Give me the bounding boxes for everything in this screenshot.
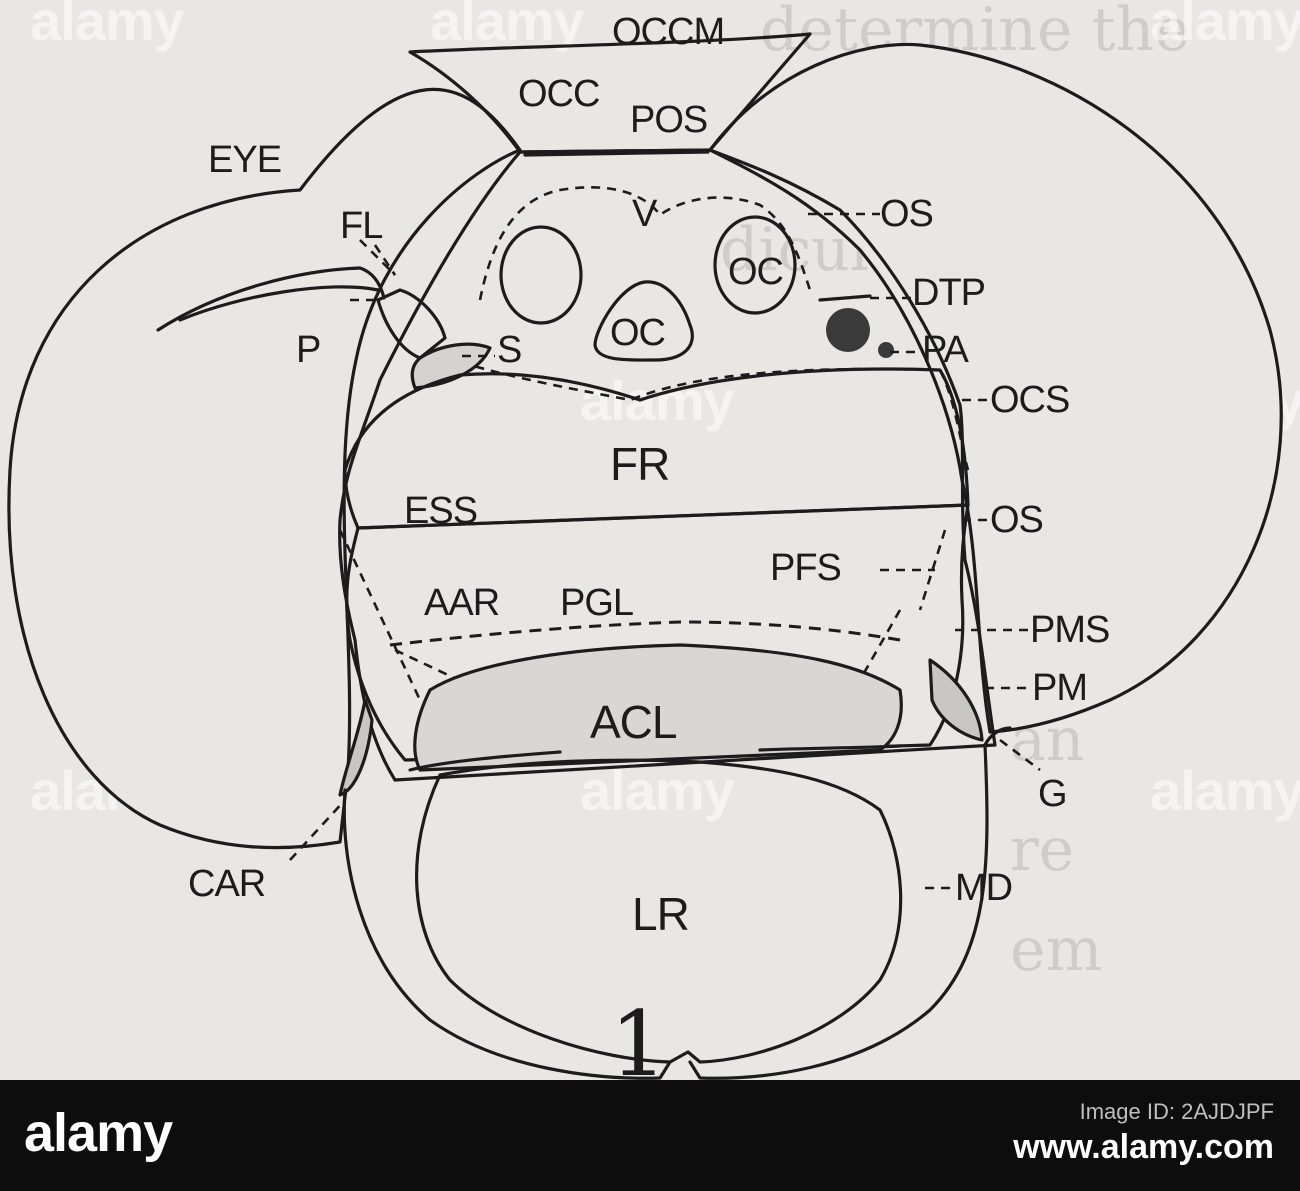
insect-head-diagram: determine the de the dicular ne ne an re… [0, 0, 1300, 1080]
label-md: MD [955, 867, 1012, 909]
label-pa: PA [922, 329, 970, 371]
label-pgl: PGL [560, 582, 633, 624]
label-lr: LR [632, 888, 689, 940]
left-ocellus [501, 227, 581, 323]
svg-text:alamy: alamy [1150, 0, 1300, 52]
label-dtp: DTP [912, 272, 985, 314]
svg-text:alamy: alamy [1150, 759, 1300, 822]
svg-text:em: em [1010, 915, 1102, 985]
label-occm: OCCM [612, 11, 724, 53]
svg-text:re: re [1010, 815, 1074, 885]
alamy-logo[interactable]: alamy [24, 1102, 172, 1164]
diagram-canvas: determine the de the dicular ne ne an re… [0, 0, 1300, 1080]
label-oc-right: OC [728, 251, 783, 293]
dorsal-tentorial-pit-line [820, 296, 870, 300]
paramandibular-sclerite [930, 660, 982, 740]
label-s: S [497, 329, 521, 371]
label-ocs: OCS [990, 379, 1069, 421]
label-acl: ACL [590, 696, 677, 748]
label-os-mid: OS [990, 499, 1043, 541]
image-meta: Image ID: 2AJDJPF www.alamy.com [1013, 1098, 1274, 1168]
label-eye: EYE [208, 139, 281, 181]
pit-area [826, 308, 870, 352]
label-os-top: OS [880, 193, 933, 235]
label-pos: POS [630, 99, 707, 141]
svg-text:alamy: alamy [430, 0, 585, 52]
svg-text:alamy: alamy [30, 0, 185, 52]
label-aar: AAR [424, 582, 499, 624]
label-fl: FL [340, 205, 382, 247]
label-v: V [632, 193, 658, 235]
postclypeus-lower-dashed [390, 622, 900, 645]
image-id: Image ID: 2AJDJPF [1013, 1098, 1274, 1126]
label-pm: PM [1032, 667, 1087, 709]
label-g: G [1038, 773, 1067, 815]
label-fr: FR [610, 438, 669, 490]
label-pfs: PFS [770, 547, 841, 589]
figure-number: 1 [610, 992, 667, 1080]
pit-area-dot [878, 342, 894, 358]
label-ess: ESS [404, 490, 477, 532]
label-occ: OCC [518, 73, 599, 115]
anterior-articulation-right [860, 610, 900, 680]
label-p: P [296, 329, 320, 371]
site-url[interactable]: www.alamy.com [1013, 1126, 1274, 1169]
label-pms: PMS [1030, 609, 1109, 651]
stock-footer-bar: alamy Image ID: 2AJDJPF www.alamy.com [0, 1080, 1300, 1191]
antenna-pedicel [378, 290, 445, 358]
label-car: CAR [188, 863, 265, 905]
label-oc-center: OC [610, 312, 665, 354]
